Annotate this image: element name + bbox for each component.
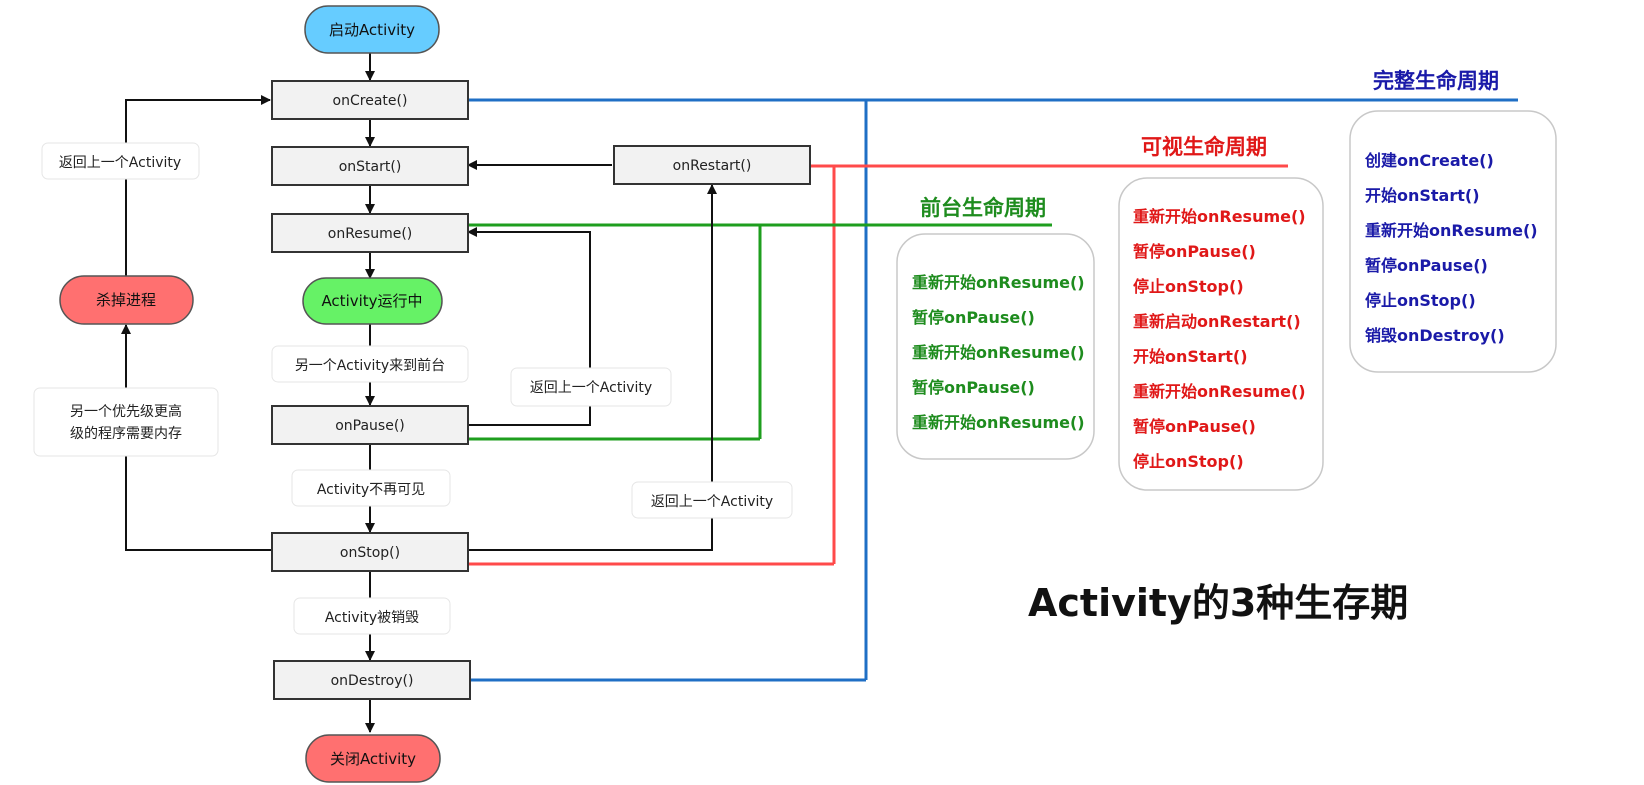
note-return-bottom-bg <box>631 481 793 519</box>
list-visible-item: 停止onStop() <box>1133 452 1244 471</box>
box-onresume: onResume() <box>328 226 413 242</box>
list-entire: 创建onCreate() 开始onStart() 重新开始onResume() 暂停o… <box>1349 110 1557 373</box>
list-visible-bg <box>1118 177 1324 491</box>
arrow-onpause-back-to-onresume <box>466 227 591 426</box>
list-visible-item: 暂停onPause() <box>1133 417 1256 436</box>
visible-lifetime-lines <box>466 164 1288 566</box>
list-entire-item: 重新开始onResume() <box>1365 221 1538 240</box>
note-no-longer-visible: Activity不再可见 <box>317 482 425 498</box>
box-onstart: onStart() <box>339 159 402 175</box>
lifetime-headings: 完整生命周期 可视生命周期 前台生命周期 <box>920 69 1499 220</box>
pill-start: 启动Activity <box>329 21 415 39</box>
list-entire-item: 开始onStart() <box>1365 186 1480 205</box>
entire-lifetime-lines <box>466 98 1518 682</box>
pill-kill: 杀掉进程 <box>96 291 156 309</box>
list-foreground-item: 暂停onPause() <box>912 308 1035 327</box>
box-onrestart: onRestart() <box>673 158 752 174</box>
note-another-foreground-bg <box>271 345 469 383</box>
list-entire-items: 创建onCreate() 开始onStart() 重新开始onResume() 暂停o… <box>1364 151 1538 345</box>
list-entire-item: 停止onStop() <box>1365 291 1476 310</box>
list-visible-item: 停止onStop() <box>1133 277 1244 296</box>
arrow-onstop-to-onrestart <box>466 184 717 551</box>
note-return-top-bg <box>41 142 200 180</box>
box-onresume-bg <box>271 213 469 253</box>
arrow-kill-to-oncreate <box>125 95 271 276</box>
list-visible-item: 开始onStart() <box>1133 347 1248 366</box>
pill-running-bg <box>302 277 443 325</box>
list-visible-item: 重新启动onRestart() <box>1133 312 1301 331</box>
note-priority-bg <box>33 387 219 457</box>
box-ondestroy-bg <box>273 660 471 700</box>
pill-close: 关闭Activity <box>330 750 416 768</box>
list-foreground-item: 暂停onPause() <box>912 378 1035 397</box>
note-destroyed: Activity被销毁 <box>325 610 419 626</box>
box-onstop-bg <box>271 532 469 572</box>
list-visible-item: 暂停onPause() <box>1133 242 1256 261</box>
list-foreground-bg <box>896 233 1095 460</box>
box-onstop: onStop() <box>340 545 400 561</box>
list-visible-items: 重新开始onResume() 暂停onPause() 停止onStop() 重新启动o… <box>1133 207 1306 471</box>
box-onpause: onPause() <box>335 418 405 434</box>
note-another-foreground: 另一个Activity来到前台 <box>295 357 445 374</box>
note-return-mid-bg <box>510 367 672 407</box>
box-oncreate-bg <box>271 80 469 120</box>
list-entire-item: 暂停onPause() <box>1365 256 1488 275</box>
annotation-notes: 返回上一个Activity 另一个Activity来到前台 返回上一个Activ… <box>33 142 793 635</box>
list-visible: 重新开始onResume() 暂停onPause() 停止onStop() 重新启动o… <box>1118 177 1324 491</box>
list-visible-item: 重新开始onResume() <box>1133 207 1306 226</box>
pill-kill-bg <box>59 275 194 325</box>
heading-entire-lifetime: 完整生命周期 <box>1373 69 1499 93</box>
heading-foreground-lifetime: 前台生命周期 <box>920 196 1046 220</box>
pill-close-bg <box>305 734 441 783</box>
box-oncreate: onCreate() <box>333 93 408 109</box>
box-onstart-bg <box>271 146 469 186</box>
note-return-top: 返回上一个Activity <box>59 155 181 171</box>
list-visible-item: 重新开始onResume() <box>1133 382 1306 401</box>
box-onpause-bg <box>271 405 469 445</box>
heading-visible-lifetime: 可视生命周期 <box>1141 135 1267 159</box>
note-priority-line1: 另一个优先级更高 <box>70 403 182 420</box>
box-onrestart-bg <box>613 145 811 185</box>
list-foreground-item: 重新开始onResume() <box>912 343 1085 362</box>
box-ondestroy: onDestroy() <box>331 673 414 689</box>
note-destroyed-bg <box>293 597 451 635</box>
note-priority-line2: 级的程序需要内存 <box>70 426 182 442</box>
list-foreground-item: 重新开始onResume() <box>912 273 1085 292</box>
list-foreground-item: 重新开始onResume() <box>912 413 1085 432</box>
list-foreground-items: 重新开始onResume() 暂停onPause() 重新开始onResume() 暂… <box>912 273 1085 432</box>
pill-start-bg <box>304 5 440 54</box>
list-entire-item: 销毁onDestroy() <box>1365 326 1505 345</box>
list-entire-bg <box>1349 110 1557 373</box>
list-entire-item: 创建onCreate() <box>1364 151 1494 170</box>
note-return-bottom: 返回上一个Activity <box>651 494 773 510</box>
list-foreground: 重新开始onResume() 暂停onPause() 重新开始onResume() 暂… <box>896 233 1095 460</box>
pill-nodes: 启动Activity Activity运行中 杀掉进程 关闭Activity <box>59 5 443 783</box>
pill-running: Activity运行中 <box>321 292 422 310</box>
note-no-longer-visible-bg <box>291 469 451 507</box>
diagram-title: Activity的3种生存期 <box>1028 581 1408 625</box>
method-boxes: onCreate() onStart() onResume() onPause(… <box>271 80 811 700</box>
note-return-mid: 返回上一个Activity <box>530 380 652 396</box>
